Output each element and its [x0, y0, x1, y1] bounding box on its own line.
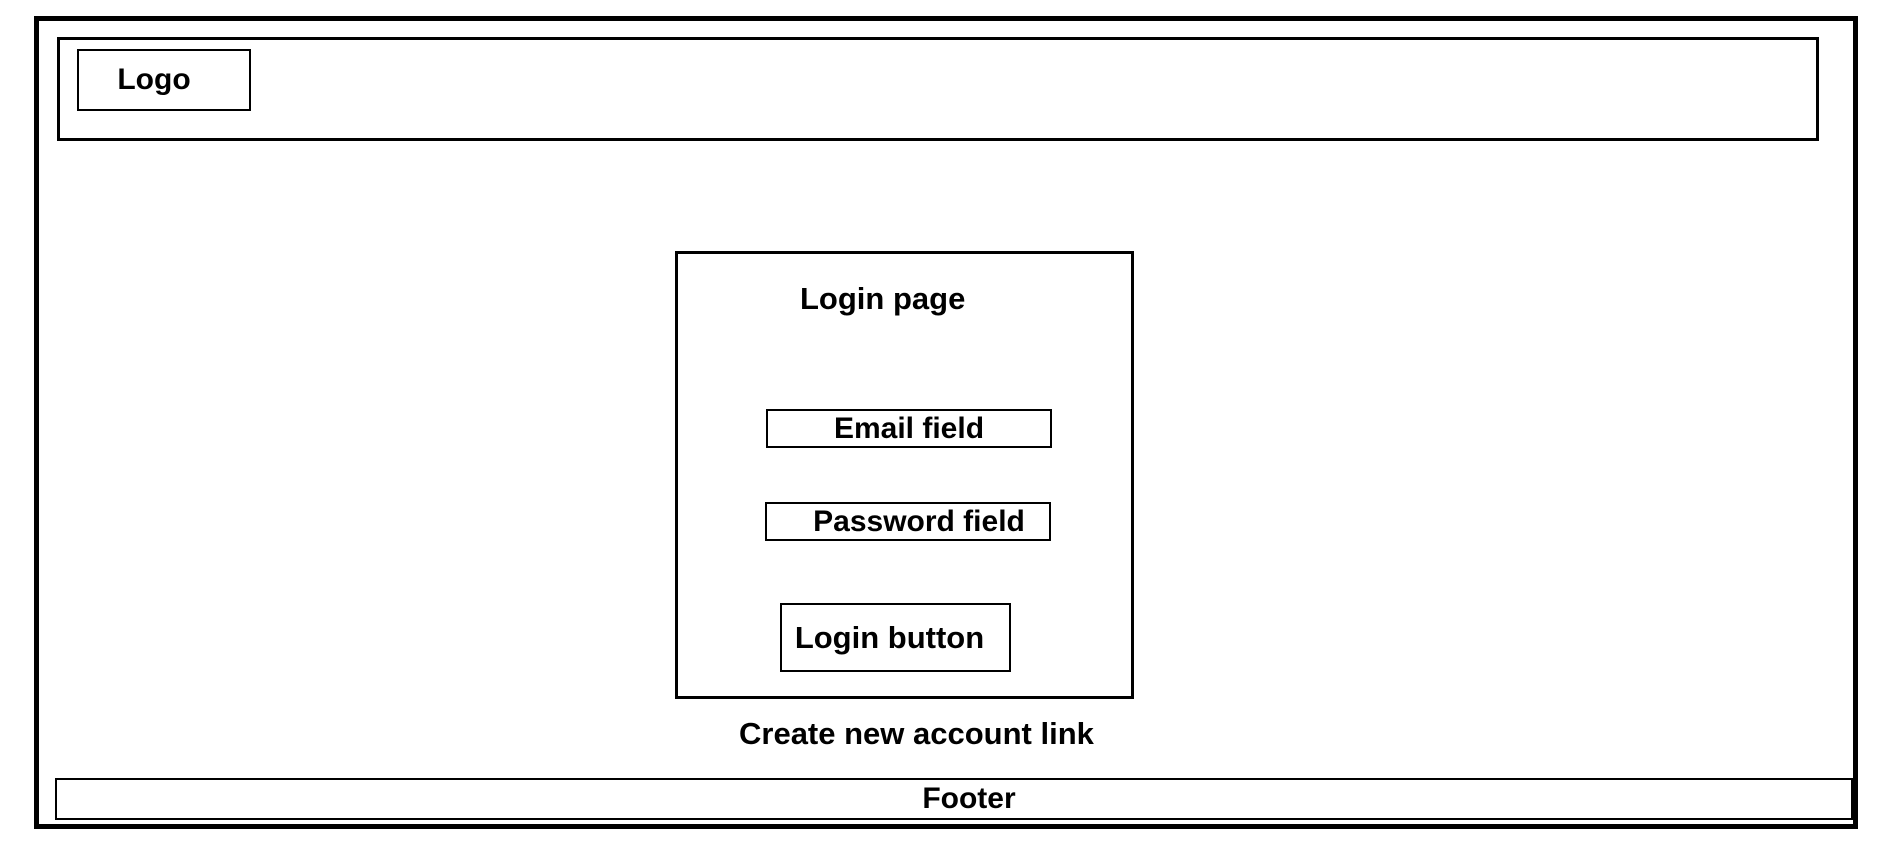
footer-bar: Footer	[55, 778, 1853, 820]
page-title: Login page	[800, 281, 966, 316]
password-field[interactable]: Password field	[765, 502, 1051, 541]
page-frame	[34, 16, 1858, 829]
email-field[interactable]: Email field	[766, 409, 1052, 448]
create-account-link[interactable]: Create new account link	[739, 716, 1094, 751]
login-button[interactable]: Login button	[780, 603, 1011, 672]
logo[interactable]: Logo	[77, 49, 251, 111]
header-bar	[57, 37, 1819, 141]
